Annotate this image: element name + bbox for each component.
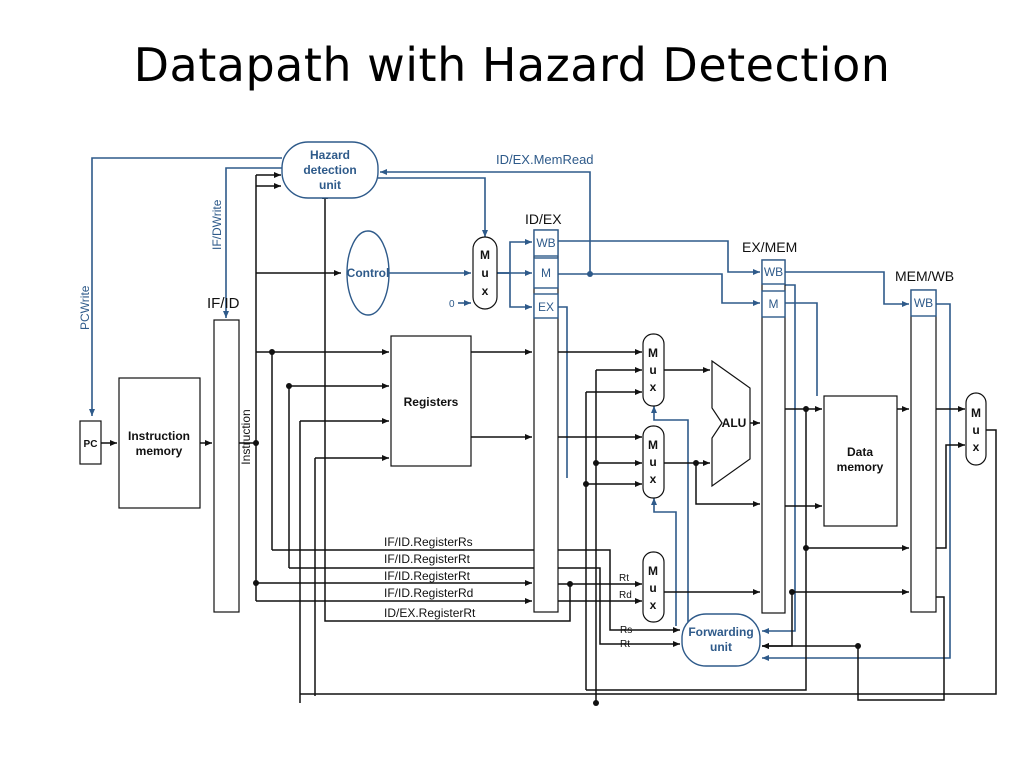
ex-mem-wb: WB [764, 265, 783, 279]
junction-dots [253, 271, 861, 706]
field-label-rt-2: IF/ID.RegisterRt [384, 569, 471, 583]
ex-mem-register: WB M [761, 259, 786, 614]
svg-text:u: u [649, 455, 656, 469]
pcwrite-label: PCWrite [78, 285, 92, 330]
fwd-rt-label: Rt [620, 639, 630, 650]
fwd-rs-label: Rs [620, 625, 632, 636]
field-label-rd: IF/ID.RegisterRd [384, 586, 473, 600]
hazard-label-3: unit [319, 178, 341, 192]
pc-register: PC [79, 420, 102, 465]
mem-wb-wb: WB [914, 296, 933, 310]
svg-text:unit: unit [710, 640, 732, 654]
svg-text:x: x [973, 440, 980, 454]
svg-text:x: x [650, 598, 657, 612]
writeback-mux: M u x [965, 392, 987, 466]
svg-text:memory: memory [837, 460, 884, 474]
zero-label: 0 [449, 299, 455, 310]
svg-text:M: M [648, 438, 658, 452]
svg-text:u: u [649, 363, 656, 377]
svg-text:u: u [481, 266, 488, 280]
svg-text:x: x [482, 284, 489, 298]
hazard-label-1: Hazard [310, 148, 350, 162]
svg-text:M: M [648, 346, 658, 360]
if-id-label: IF/ID [207, 295, 240, 312]
control-label: Control [347, 266, 390, 280]
alu: ALU [711, 359, 751, 488]
ex-mem-label: EX/MEM [742, 239, 797, 255]
forwarding-unit: Forwarding unit [681, 613, 761, 667]
control-wires [89, 157, 951, 661]
svg-text:x: x [650, 380, 657, 394]
hazard-label-2: detection [303, 163, 356, 177]
id-ex-ex: EX [538, 300, 554, 314]
svg-text:M: M [648, 564, 658, 578]
instruction-memory: Instruction memory [118, 377, 201, 509]
svg-text:Registers: Registers [404, 395, 459, 409]
svg-text:Forwarding: Forwarding [688, 625, 753, 639]
register-file: Registers [390, 335, 472, 467]
instruction-label: Instruction [239, 409, 253, 464]
id-ex-wb: WB [536, 236, 555, 250]
mem-wb-register: WB [910, 289, 937, 613]
svg-text:PC: PC [84, 439, 98, 450]
control-mux: M u x [472, 236, 498, 310]
svg-text:Instruction: Instruction [128, 429, 190, 443]
field-label-idex-rt: ID/EX.RegisterRt [384, 606, 476, 620]
svg-text:Data: Data [847, 445, 873, 459]
field-label-rt-1: IF/ID.RegisterRt [384, 552, 471, 566]
alu-mux-lower: M u x [642, 425, 665, 499]
memread-label: ID/EX.MemRead [496, 152, 594, 167]
id-ex-m: M [541, 266, 551, 280]
svg-text:M: M [971, 406, 981, 420]
alu-mux-upper: M u x [642, 333, 665, 407]
svg-text:x: x [650, 472, 657, 486]
svg-text:u: u [649, 581, 656, 595]
regdst-mux: M u x [642, 551, 665, 623]
datapath-wires [101, 172, 997, 703]
slide-title: Datapath with Hazard Detection [133, 38, 891, 92]
ifdwrite-label: IF/DWrite [210, 199, 224, 250]
svg-text:ALU: ALU [722, 416, 747, 430]
hazard-detection-unit: Hazard detection unit [281, 141, 379, 199]
data-memory: Data memory [823, 395, 898, 527]
ex-mem-m: M [769, 297, 779, 311]
if-id-register: Instruction [213, 319, 253, 613]
svg-text:memory: memory [136, 444, 183, 458]
mem-wb-label: MEM/WB [895, 268, 954, 284]
mux-rd-label: Rd [619, 590, 632, 601]
control-unit: Control [346, 230, 390, 316]
svg-text:M: M [480, 248, 490, 262]
svg-text:u: u [972, 423, 979, 437]
id-ex-label: ID/EX [525, 211, 562, 227]
id-ex-register: WB M EX [533, 229, 559, 613]
field-label-rs: IF/ID.RegisterRs [384, 535, 473, 549]
mux-rt-label: Rt [619, 573, 629, 584]
